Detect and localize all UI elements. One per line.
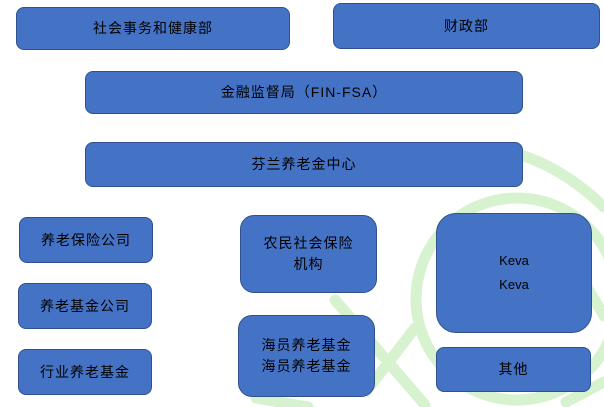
- node-keva: Keva Keva: [436, 213, 592, 333]
- node-ministry-finance: 财政部: [333, 3, 600, 49]
- node-label-line2: 机构: [293, 256, 324, 272]
- node-finnish-pension-centre: 芬兰养老金中心: [85, 142, 523, 187]
- node-label: 养老保险公司: [41, 231, 131, 248]
- node-label-line2: 海员养老基金: [261, 358, 352, 374]
- node-label: 社会事务和健康部: [93, 20, 213, 36]
- node-label: 芬兰养老金中心: [251, 156, 357, 172]
- node-fin-fsa: 金融监督局（FIN-FSA）: [85, 71, 523, 114]
- node-seafarers-pension-fund: 海员养老基金 海员养老基金: [238, 315, 375, 397]
- node-label: 其他: [498, 361, 529, 377]
- node-label-line1: 海员养老基金: [261, 337, 352, 353]
- node-label: 行业养老基金: [40, 363, 130, 380]
- node-pension-insurance-companies: 养老保险公司: [19, 217, 153, 263]
- node-label-line2: Keva: [499, 277, 529, 292]
- node-pension-fund-companies: 养老基金公司: [18, 283, 152, 329]
- node-label: 金融监督局（FIN-FSA）: [220, 84, 388, 100]
- node-label-line1: Keva: [499, 253, 529, 268]
- node-ministry-social-health: 社会事务和健康部: [16, 7, 290, 50]
- node-label: 养老基金公司: [40, 297, 130, 314]
- node-farmers-social-insurance: 农民社会保险 机构: [240, 215, 377, 293]
- node-industry-pension-funds: 行业养老基金: [18, 349, 152, 395]
- node-label-line1: 农民社会保险: [263, 235, 354, 251]
- node-other: 其他: [436, 347, 591, 392]
- node-label: 财政部: [444, 17, 489, 34]
